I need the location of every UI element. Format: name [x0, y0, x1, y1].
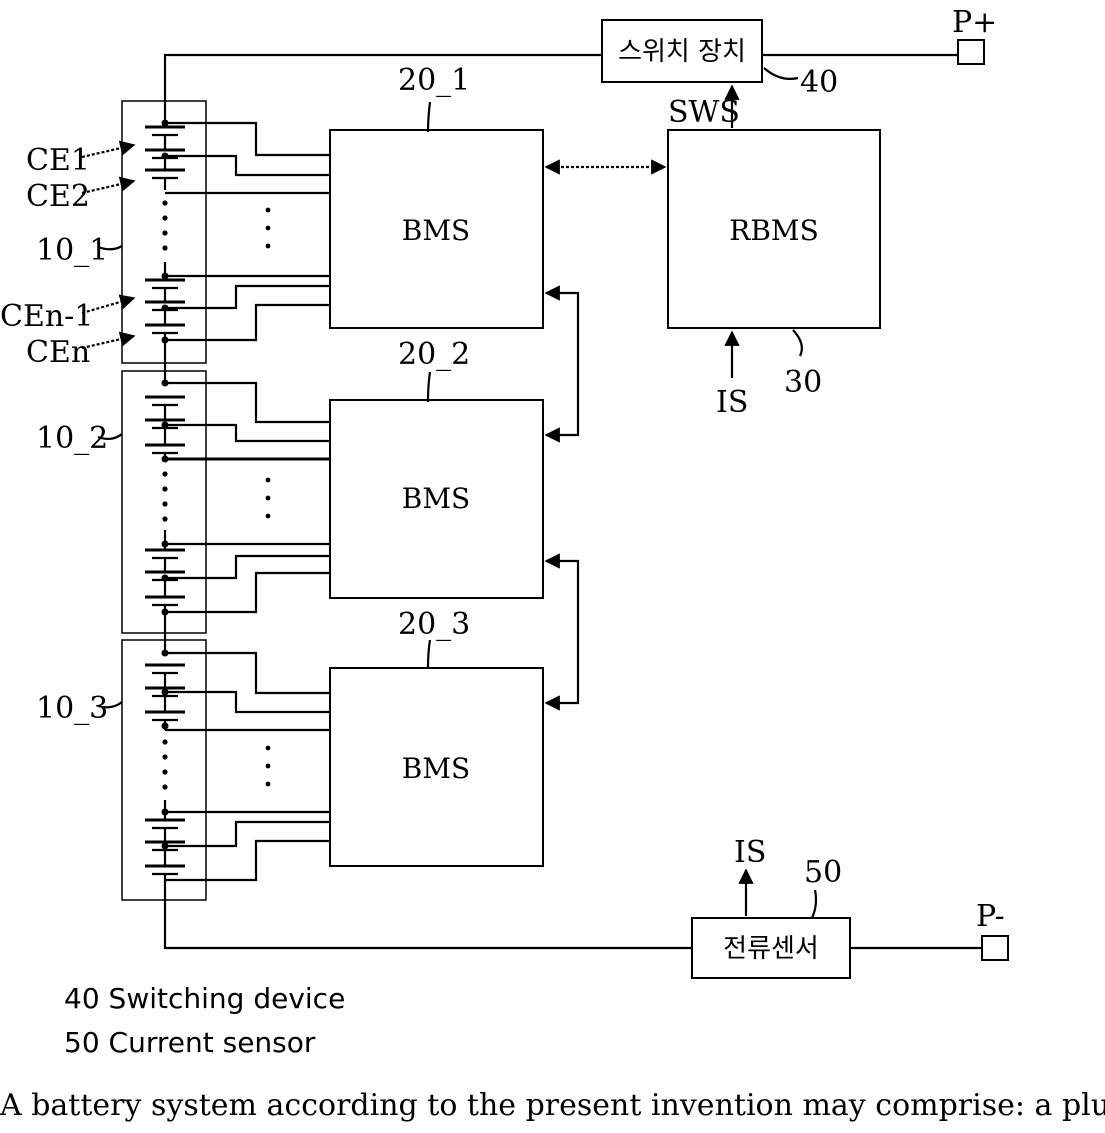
legend-number: 40: [64, 982, 100, 1015]
is-label-sensor: IS: [734, 835, 766, 870]
bms-label-1: BMS: [402, 214, 470, 247]
sense-wires-bms-2: [165, 383, 330, 612]
legend-text: Current sensor: [109, 1026, 316, 1059]
ref-10-1-label: 10_1: [36, 233, 108, 268]
p-plus-label: P+: [952, 5, 997, 40]
negative-bus-wire: [165, 900, 982, 948]
is-label-rbms: IS: [716, 385, 748, 420]
bms2-bms3-link: [546, 561, 578, 703]
p-minus-terminal: [982, 936, 1008, 960]
ref-40-label: 40: [800, 65, 838, 100]
battery-cells-pack-1: [145, 113, 185, 383]
caption-text: A battery system according to the presen…: [0, 1088, 1105, 1123]
legend-item-current-sensor: 50 Current sensor: [64, 1026, 315, 1059]
ref-10-2-label: 10_2: [36, 421, 108, 456]
ref-10-3-label: 10_3: [36, 691, 108, 726]
bms1-bms2-link: [546, 293, 578, 435]
positive-bus-wire: [165, 55, 958, 113]
ref-20-1-label: 20_1: [398, 63, 470, 98]
ref-50-label: 50: [804, 855, 842, 890]
rbms-label: RBMS: [729, 214, 819, 247]
switch-device-label: 스위치 장치: [618, 37, 746, 67]
legend-item-switching-device: 40 Switching device: [64, 982, 345, 1015]
p-minus-label: P-: [976, 899, 1005, 934]
bms-label-2: BMS: [402, 482, 470, 515]
ce1-label: CE1: [26, 143, 90, 178]
current-sensor-label: 전류센서: [723, 934, 819, 964]
p-plus-terminal: [958, 40, 984, 64]
legend-text: Switching device: [109, 982, 346, 1015]
cen-1-label: CEn-1: [0, 299, 93, 334]
ref-30-label: 30: [784, 365, 822, 400]
bms-label-3: BMS: [402, 752, 470, 785]
ref-20-2-label: 20_2: [398, 337, 470, 372]
legend-number: 50: [64, 1026, 100, 1059]
battery-cells-pack-3: [145, 650, 185, 901]
sense-wires-bms-1: [165, 123, 330, 340]
cen-label: CEn: [26, 335, 90, 370]
ce2-label: CE2: [26, 179, 90, 214]
sws-label: SWS: [668, 95, 740, 130]
sense-wires-bms-3: [165, 653, 330, 880]
ref-20-3-label: 20_3: [398, 607, 470, 642]
